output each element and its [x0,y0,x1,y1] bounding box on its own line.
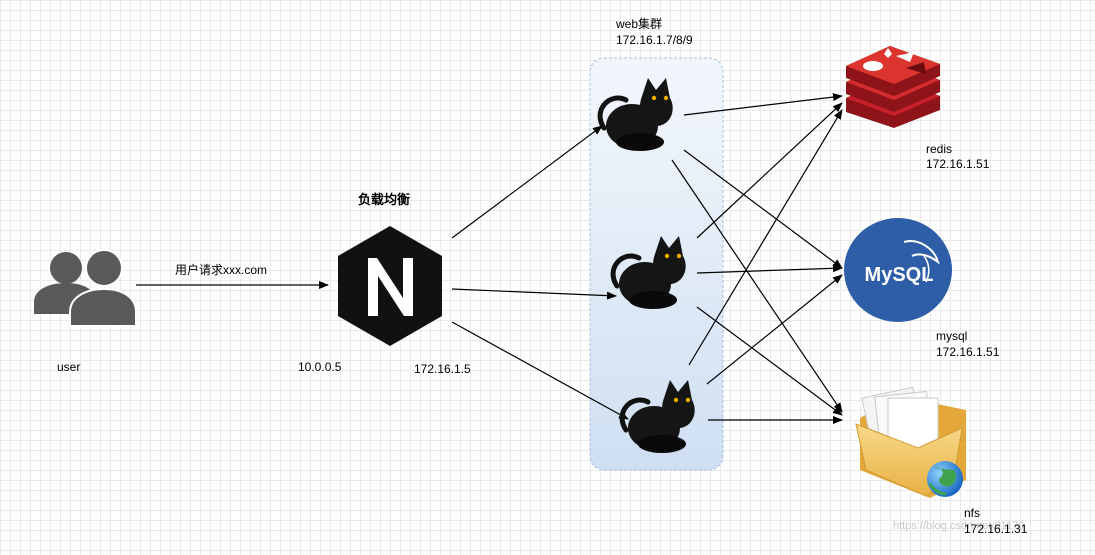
black-cat-icon [597,78,673,151]
arrow-web3-to-mysql [706,274,843,385]
arrow-lb-to-web3 [451,321,629,420]
nfs-name: nfs [964,506,981,520]
redis-logo-icon [846,46,940,128]
arrow-web1-to-mysql [683,149,843,269]
connectors [136,93,843,424]
mysql-logo-icon: MySQL [844,218,952,322]
user-label: user [57,360,81,374]
arrow-lb-to-web1 [451,125,603,239]
web-cluster-ips: 172.16.1.7/8/9 [616,33,693,47]
arrow-web2-to-redis [696,102,843,239]
mysql-logo-text: MySQL [865,264,934,286]
arrow-lb-to-web2 [451,288,617,300]
lb-ip-external: 10.0.0.5 [298,360,342,374]
lb-title: 负载均衡 [358,192,411,207]
request-label: 用户请求xxx.com [175,263,268,277]
mysql-ip: 172.16.1.51 [936,345,1000,359]
black-cat-icon [619,380,695,453]
watermark: https://blog.csdn.net/01170 [893,520,1025,532]
nginx-logo-icon [338,226,442,346]
black-cat-icon [610,236,686,309]
folder-globe-icon [855,386,966,498]
arrow-web1-to-nfs [671,159,843,413]
arrow-web1-to-redis [683,93,843,116]
nfs-ip: 172.16.1.31 [964,522,1028,536]
arrow-web2-to-nfs [696,306,843,416]
users-icon [34,249,137,327]
mysql-name: mysql [936,329,968,343]
lb-ip-internal: 172.16.1.5 [414,362,471,376]
web-cluster-title: web集群 [616,17,663,31]
redis-ip: 172.16.1.51 [926,157,990,171]
arrow-web2-to-mysql [696,264,843,274]
arrow-web3-to-redis [688,109,843,366]
redis-name: redis [926,142,953,156]
